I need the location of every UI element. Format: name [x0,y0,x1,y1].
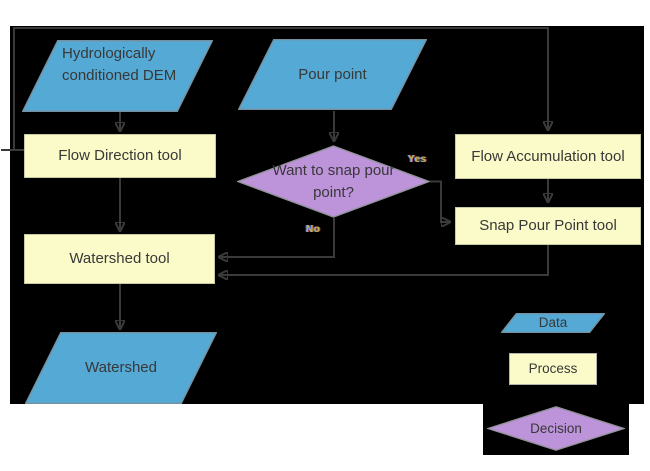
snap-pour-point-label: Snap Pour Point tool [479,217,617,234]
watershed-parallelogram [25,332,217,404]
legend-item-data: Data [501,313,605,333]
decision-diamond [237,145,430,218]
node-pour-point: Pour point [238,39,427,110]
edge-label-yes: Yes [408,154,427,165]
legend-item-process: Process [509,353,597,385]
flow-accumulation-label: Flow Accumulation tool [471,147,625,165]
flow-direction-label: Flow Direction tool [58,147,182,164]
node-flow-direction: Flow Direction tool [24,134,216,178]
node-snap-pour-point: Snap Pour Point tool [455,207,641,245]
edge-label-no: No [306,224,321,235]
node-dem: Hydrologically conditioned DEM [22,40,213,112]
node-watershed-tool: Watershed tool [24,234,215,284]
node-watershed: Watershed [25,332,217,404]
legend-data-parallelogram [501,313,605,333]
watershed-tool-label: Watershed tool [69,250,170,267]
legend-item-decision: Decision [487,406,625,451]
edge-decision-yes-to-snap-pour-point [430,180,450,223]
edge-flow-direction-to-flow-accumulation [13,27,548,151]
node-flow-accumulation: Flow Accumulation tool [455,134,641,179]
legend-data-label: Data [538,315,568,330]
legend-process-label: Process [528,361,578,376]
dem-parallelogram [22,40,213,112]
legend-decision-label: Decision [530,420,582,436]
edge-snap-pour-point-to-watershed-tool [219,245,549,275]
decision-label: Want to snap pour point? [272,161,395,201]
dem-label: Hydrologically conditioned DEM [62,45,177,84]
legend-decision-diamond [487,406,625,451]
pour-point-parallelogram [238,39,427,110]
watershed-label: Watershed [85,359,157,376]
edge-decision-no-to-watershed-tool [219,218,335,257]
node-decision: Want to snap pour point? [237,145,430,218]
pour-point-label: Pour point [298,65,367,83]
